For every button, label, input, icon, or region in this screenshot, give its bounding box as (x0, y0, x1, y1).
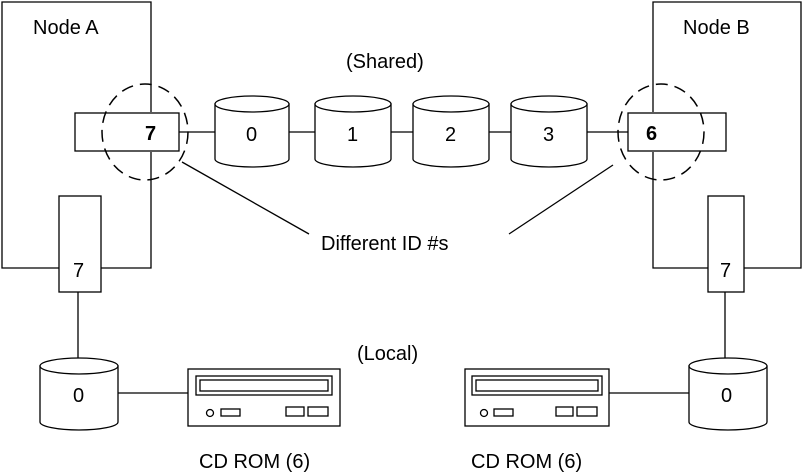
cdrom-left-label: CD ROM (6) (199, 451, 310, 473)
node-a-shared-adapter (74, 112, 180, 152)
callout-label: Different ID #s (321, 233, 448, 255)
shared-disk-0: 0 (214, 95, 290, 168)
node-a-local-cable (77, 292, 188, 394)
node-a-label: Node A (33, 17, 99, 39)
shared-disk-1-id: 1 (347, 124, 358, 146)
node-b-id-highlight-circle (617, 83, 705, 181)
node-b-shared-adapter-id: 6 (646, 123, 657, 145)
node-b-local-disk: 0 (688, 357, 768, 431)
shared-bus-label: (Shared) (346, 51, 424, 73)
node-b-label: Node B (683, 17, 750, 39)
node-a-id-highlight-circle (101, 83, 189, 181)
callout-line-right (508, 164, 614, 235)
node-b-shared-adapter (627, 112, 727, 152)
node-a-shared-adapter-id: 7 (145, 123, 156, 145)
node-b-local-cable (609, 292, 726, 394)
shared-disk-0-id: 0 (246, 124, 257, 146)
node-a-local-disk-id: 0 (73, 385, 84, 407)
shared-disk-3-id: 3 (543, 124, 554, 146)
node-a-local-disk: 0 (39, 357, 119, 431)
node-a-local-adapter (58, 195, 102, 293)
node-b-local-adapter (707, 195, 745, 293)
shared-disk-2: 2 (412, 95, 490, 168)
node-b-chassis (652, 1, 802, 269)
cdrom-drive-right (464, 368, 610, 427)
callout-line-left (181, 161, 310, 235)
node-b-local-disk-id: 0 (721, 385, 732, 407)
shared-disk-2-id: 2 (445, 124, 456, 146)
shared-disk-1: 1 (314, 95, 392, 168)
node-b-local-adapter-id: 7 (720, 260, 731, 282)
node-a-local-adapter-id: 7 (73, 260, 84, 282)
cdrom-drive-left (187, 368, 341, 427)
shared-disk-3: 3 (510, 95, 588, 168)
node-a-chassis (1, 1, 152, 269)
cdrom-right-label: CD ROM (6) (471, 451, 582, 473)
local-bus-label: (Local) (357, 343, 418, 365)
